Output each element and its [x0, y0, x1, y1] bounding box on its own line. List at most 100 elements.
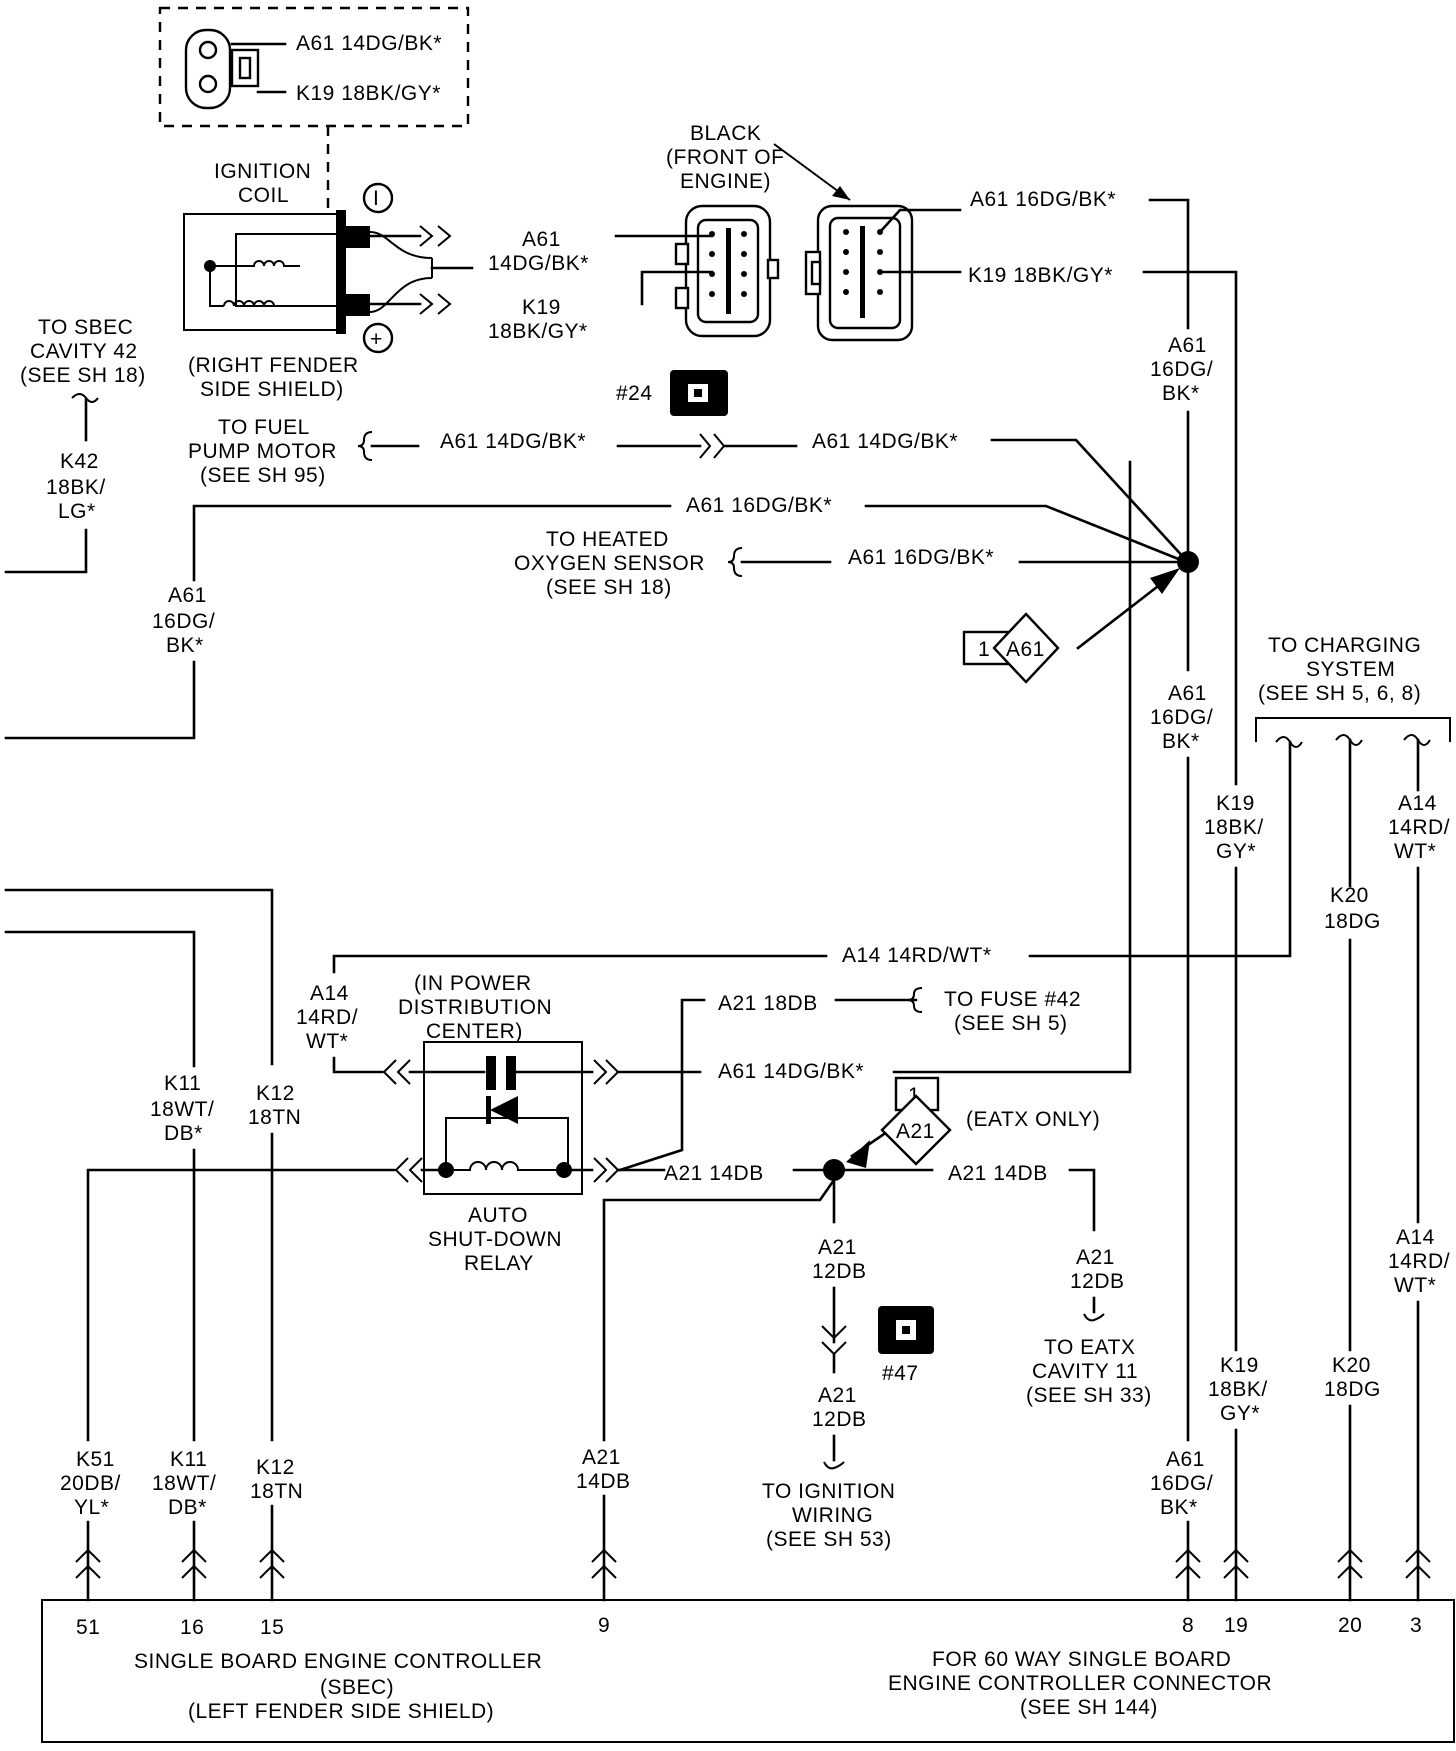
- k11-label-2: 18WT/: [150, 1098, 214, 1121]
- conn-k19-label: K19 18BK/GY*: [296, 82, 441, 105]
- a21-12db-label-2: 12DB: [812, 1260, 867, 1283]
- coil-positive-symbol: +: [370, 328, 383, 351]
- heated-o2-wire-label: A61 16DG/BK*: [848, 546, 994, 569]
- k19-top-right-label: K19 18BK/GY*: [968, 264, 1113, 287]
- fuel-pump-label-2: PUMP MOTOR: [188, 440, 337, 463]
- k20-bottom-label: K20: [1332, 1354, 1371, 1377]
- a61-coil-label-2: 14DG/BK*: [488, 252, 589, 275]
- k11-label-3: DB*: [164, 1122, 203, 1145]
- pin-8: 8: [1182, 1614, 1194, 1637]
- a61-diamond-label: A61: [1006, 638, 1045, 661]
- a61-mid-label: A61: [1168, 682, 1207, 705]
- pdc-label-2: DISTRIBUTION: [398, 996, 552, 1019]
- a61-vertical-label-3: BK*: [1162, 382, 1200, 405]
- a14-left-label-3: WT*: [306, 1030, 348, 1053]
- black-connector-label: BLACK: [690, 122, 761, 145]
- engine-connector-female: [804, 204, 914, 342]
- coil-location-label-2: SIDE SHIELD): [200, 378, 344, 401]
- a21-eatx-label: A21: [1076, 1246, 1115, 1269]
- connector-60-way-label-2: ENGINE CONTROLLER CONNECTOR: [888, 1672, 1272, 1695]
- asd-relay-label-2: SHUT-DOWN: [428, 1228, 562, 1251]
- k42-label: K42: [60, 450, 99, 473]
- coil-negative-symbol: I: [373, 187, 379, 210]
- pin-19: 19: [1224, 1614, 1248, 1637]
- a21-diamond: [880, 1094, 952, 1166]
- a21-12db-bottom-label-2: 12DB: [812, 1408, 867, 1431]
- sbec-abbrev: (SBEC): [320, 1676, 394, 1699]
- a61-diamond-number: 1: [978, 638, 990, 661]
- ignition-wiring-label-3: (SEE SH 53): [766, 1528, 892, 1551]
- charging-system-label: TO CHARGING: [1268, 634, 1421, 657]
- fuel-pump-label-3: (SEE SH 95): [200, 464, 326, 487]
- a61-vertical-label: A61: [1168, 334, 1207, 357]
- k20-label: K20: [1330, 884, 1369, 907]
- sbec42-label-2: CAVITY 42: [30, 340, 138, 363]
- a21-diamond-number: 1: [908, 1084, 920, 1107]
- k20-bottom-label-2: 18DG: [1324, 1378, 1381, 1401]
- k12-bottom-label: K12: [256, 1456, 295, 1479]
- a21-12db-label: A21: [818, 1236, 857, 1259]
- fuel-pump-label: TO FUEL: [218, 416, 310, 439]
- splice-47-label: #47: [882, 1362, 919, 1385]
- black-connector-label-3: ENGINE): [680, 170, 771, 193]
- pin-15: 15: [260, 1616, 284, 1639]
- k20-label-2: 18DG: [1324, 910, 1381, 933]
- a21-bottom-label-2: 14DB: [576, 1470, 631, 1493]
- a61-bottom-label-3: BK*: [1160, 1496, 1198, 1519]
- engine-connector-male: [674, 204, 780, 338]
- coil-location-label: (RIGHT FENDER: [188, 354, 359, 377]
- sbec-location: (LEFT FENDER SIDE SHIELD): [188, 1700, 494, 1723]
- a21-splice-node: [823, 1159, 845, 1181]
- a61-bottom-label-2: 16DG/: [1150, 1472, 1213, 1495]
- sbec-controller-box: [41, 1599, 1455, 1743]
- sbec-title: SINGLE BOARD ENGINE CONTROLLER: [134, 1650, 542, 1673]
- k19-coil-label: K19: [522, 296, 561, 319]
- heated-o2-label-3: (SEE SH 18): [546, 576, 672, 599]
- a14-bottom-label: A14: [1396, 1226, 1435, 1249]
- a61-mid-label-2: 16DG/: [1150, 706, 1213, 729]
- pdc-label-3: CENTER): [426, 1020, 523, 1043]
- k11-bottom-label-3: DB*: [168, 1496, 207, 1519]
- a61-left-label: A61: [168, 584, 207, 607]
- k11-bottom-label-2: 18WT/: [152, 1472, 216, 1495]
- k19-right-label-2: 18BK/: [1204, 816, 1264, 839]
- pin-16: 16: [180, 1616, 204, 1639]
- connector-60-way-label-3: (SEE SH 144): [1020, 1696, 1158, 1719]
- coil-connector-view: A61 14DG/BK* K19 18BK/GY*: [158, 6, 470, 210]
- eatx-only-label: (EATX ONLY): [966, 1108, 1100, 1131]
- pin-20: 20: [1338, 1614, 1362, 1637]
- k12-label-2: 18TN: [248, 1106, 301, 1129]
- a14-bottom-label-2: 14RD/: [1388, 1250, 1450, 1273]
- a21-diamond-label: A21: [896, 1120, 935, 1143]
- eatx-cavity-label-3: (SEE SH 33): [1026, 1384, 1152, 1407]
- k19-bottom-label-2: 18BK/: [1208, 1378, 1268, 1401]
- a61-splice-node: [1177, 551, 1199, 573]
- sbec42-label-3: (SEE SH 18): [20, 364, 146, 387]
- connector-60-way-label: FOR 60 WAY SINGLE BOARD: [932, 1648, 1231, 1671]
- k19-right-label: K19: [1216, 792, 1255, 815]
- a14-left-label: A14: [310, 982, 349, 1005]
- black-connector-label-2: (FRONT OF: [666, 146, 784, 169]
- eatx-cavity-label: TO EATX: [1044, 1336, 1135, 1359]
- asd-relay-label-3: RELAY: [464, 1252, 534, 1275]
- a14-bottom-label-3: WT*: [1394, 1274, 1436, 1297]
- a61-diamond: [992, 612, 1060, 684]
- heated-o2-label: TO HEATED: [546, 528, 669, 551]
- ignition-wiring-label-2: WIRING: [792, 1504, 873, 1527]
- k51-label-2: 20DB/: [60, 1472, 121, 1495]
- charging-system-label-3: (SEE SH 5, 6, 8): [1258, 682, 1421, 705]
- a21-14db-right-label: A21 14DB: [948, 1162, 1048, 1185]
- k51-label: K51: [76, 1448, 115, 1471]
- pin-9: 9: [598, 1614, 610, 1637]
- ignition-coil-label: IGNITION: [214, 160, 311, 183]
- k51-label-3: YL*: [74, 1496, 109, 1519]
- a14-right-label-3: WT*: [1394, 840, 1436, 863]
- k42-label-3: LG*: [58, 500, 96, 523]
- a61-left-label-3: BK*: [166, 634, 204, 657]
- ignition-wiring-label: TO IGNITION: [762, 1480, 895, 1503]
- eatx-cavity-label-2: CAVITY 11: [1032, 1360, 1138, 1383]
- heated-o2-label-2: OXYGEN SENSOR: [514, 552, 705, 575]
- charging-system-label-2: SYSTEM: [1306, 658, 1395, 681]
- asd-relay-label: AUTO: [468, 1204, 528, 1227]
